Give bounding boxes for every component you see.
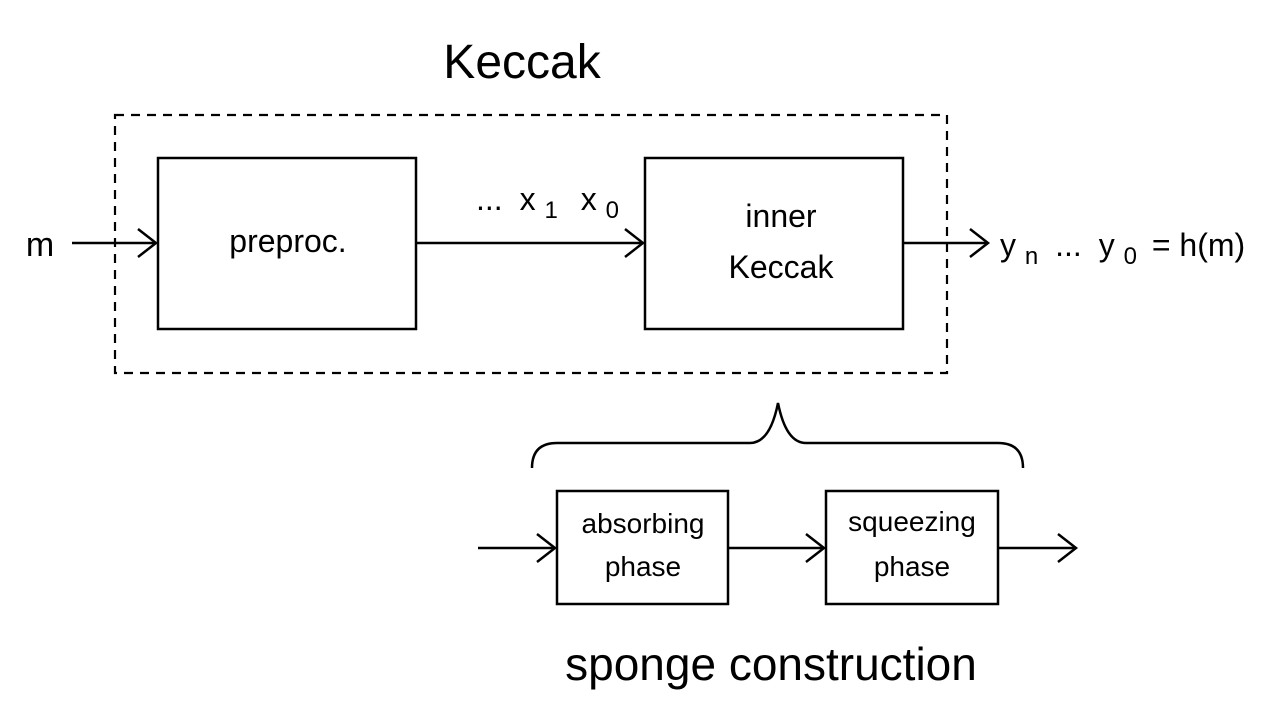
intermediate-sequence: ... x 1 x 0 [476,181,619,225]
squeezing-phase-block: squeezing phase [824,489,1000,606]
intermediate-arrow [417,228,646,258]
sponge-input-arrow [478,533,558,563]
output-arrow [904,228,991,258]
squeezing-label-line2: phase [874,551,950,582]
x0-sub: 0 [606,197,619,224]
yn-sub: n [1025,243,1038,270]
squeezing-label-line1: squeezing [848,506,976,537]
phase-transition-arrow [729,533,827,563]
expansion-brace [530,402,1025,469]
x1-base: x [520,181,536,217]
absorbing-label-line1: absorbing [582,508,705,539]
x1-sub: 1 [544,197,557,224]
output-dots: ... [1055,227,1082,263]
yn-base: y [1000,227,1016,263]
preproc-label: preproc. [229,223,346,259]
output-equals: = h(m) [1152,227,1245,263]
input-label: m [26,226,54,264]
input-arrow [72,228,159,258]
output-sequence: y n ... y 0 = h(m) [1000,227,1245,271]
sponge-output-arrow [999,533,1079,563]
preproc-block: preproc. [156,156,418,331]
sponge-caption: sponge construction [565,638,977,690]
y0-sub: 0 [1124,243,1137,270]
inner-label-line1: inner [745,198,817,234]
absorbing-phase-block: absorbing phase [555,489,730,606]
diagram-title: Keccak [443,36,601,89]
absorbing-label-line2: phase [605,551,681,582]
y0-base: y [1099,227,1115,263]
inner-label-line2: Keccak [729,249,835,285]
intermediate-dots: ... [476,181,503,217]
inner-keccak-block: inner Keccak [643,156,905,331]
x0-base: x [581,181,597,217]
